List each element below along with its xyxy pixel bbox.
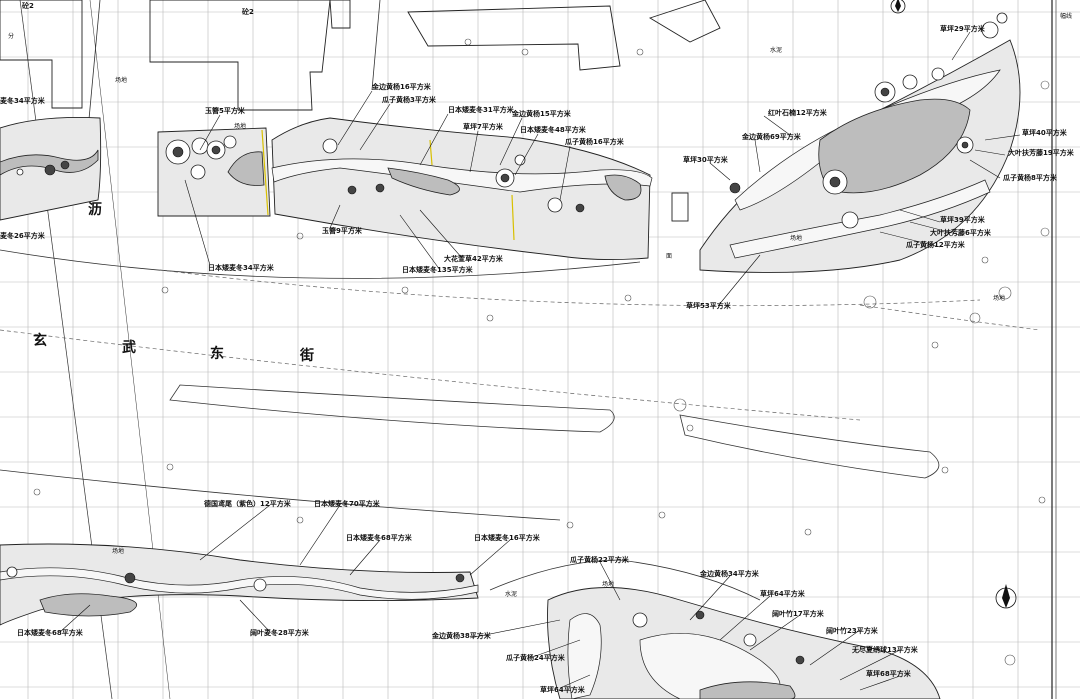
site-notes: 场地 场地 场地 场地 场地 场地 水泥 水泥 面 bbox=[112, 46, 1005, 598]
street-side-char: 沥 bbox=[88, 202, 102, 218]
plant-label: 阔叶竹23平方米 bbox=[826, 626, 879, 635]
plant-label: 日本矮麦冬34平方米 bbox=[208, 263, 275, 272]
plant-label: 金边黄杨34平方米 bbox=[699, 569, 760, 578]
plant-label: 草坪29平方米 bbox=[940, 24, 986, 33]
site-note: 场地 bbox=[234, 122, 246, 130]
plant-label: 麦冬26平方米 bbox=[0, 231, 46, 240]
plant-label: 日本矮麦冬68平方米 bbox=[17, 628, 84, 637]
plant-label: 日本矮麦冬31平方米 bbox=[448, 105, 515, 114]
site-note: 场地 bbox=[790, 234, 802, 242]
street-name-char: 东 bbox=[210, 345, 224, 362]
north-arrow-icon bbox=[995, 584, 1017, 609]
planting-bed-top-right bbox=[699, 12, 1021, 273]
plant-label: 瓜子黄杨24平方米 bbox=[506, 653, 566, 662]
plant-label: 德国鸢尾（紫色）12平方米 bbox=[204, 499, 292, 508]
plant-label: 日本矮麦冬68平方米 bbox=[346, 533, 413, 542]
plant-label: 草坪64平方米 bbox=[540, 685, 586, 694]
building-label: 砼2 bbox=[242, 7, 254, 16]
plant-label: 瓜子黄杨3平方米 bbox=[382, 95, 437, 104]
side-label: 幅线 bbox=[1060, 12, 1072, 20]
planting-bed-bottom-right bbox=[547, 587, 941, 699]
street-lines bbox=[0, 249, 1041, 601]
plant-label: 大叶扶芳藤19平方米 bbox=[1008, 148, 1075, 157]
plant-label: 大花萱草42平方米 bbox=[444, 254, 504, 263]
planting-bed-circles bbox=[157, 127, 271, 217]
planting-bed-bottom-left bbox=[0, 543, 479, 626]
street-name-char: 街 bbox=[299, 347, 314, 364]
plant-label: 金边黄杨69平方米 bbox=[741, 132, 802, 141]
street-name-char: 玄 bbox=[33, 332, 47, 349]
plant-label: 阔叶麦冬28平方米 bbox=[250, 628, 310, 637]
north-arrow-icon bbox=[890, 0, 906, 14]
plant-label: 麦冬34平方米 bbox=[0, 96, 46, 105]
site-note: 水泥 bbox=[770, 46, 782, 54]
site-symbols bbox=[33, 38, 1050, 666]
leader-lines bbox=[59, 31, 1021, 691]
buildings bbox=[0, 0, 721, 222]
street-name-char: 武 bbox=[122, 339, 136, 356]
plant-label: 草坪53平方米 bbox=[686, 301, 732, 310]
planting-bed-top-middle bbox=[271, 117, 653, 261]
plant-label: 玉簪9平方米 bbox=[322, 226, 363, 235]
plant-label: 草坪64平方米 bbox=[760, 589, 806, 598]
plant-label: 日本矮麦冬70平方米 bbox=[314, 499, 381, 508]
plant-label: 草坪68平方米 bbox=[866, 669, 912, 678]
plant-label: 草坪40平方米 bbox=[1022, 128, 1068, 137]
plant-label: 大叶扶芳藤6平方米 bbox=[930, 228, 992, 237]
plant-label: 金边黄杨15平方米 bbox=[511, 109, 572, 118]
plant-label: 瓜子黄杨16平方米 bbox=[565, 137, 625, 146]
plant-label: 日本矮麦冬16平方米 bbox=[474, 533, 541, 542]
plant-label: 玉簪5平方米 bbox=[205, 106, 246, 115]
plant-label: 阔叶竹17平方米 bbox=[772, 609, 825, 618]
site-note: 场地 bbox=[993, 294, 1005, 302]
plant-label: 日本矮麦冬48平方米 bbox=[520, 125, 587, 134]
plant-label: 瓜子黄杨12平方米 bbox=[906, 240, 966, 249]
site-note: 水泥 bbox=[505, 590, 517, 598]
plant-label: 日本矮麦冬135平方米 bbox=[402, 265, 474, 274]
site-note: 场地 bbox=[115, 76, 127, 84]
side-label: 分 bbox=[8, 32, 14, 40]
building-label: 砼2 bbox=[22, 1, 34, 10]
plant-label: 金边黄杨38平方米 bbox=[431, 631, 492, 640]
plant-label: 草坪7平方米 bbox=[463, 122, 504, 131]
site-note: 场地 bbox=[112, 547, 124, 555]
plant-label: 草坪39平方米 bbox=[940, 215, 986, 224]
plant-label: 红叶石楠12平方米 bbox=[768, 108, 828, 117]
site-note: 场地 bbox=[602, 580, 614, 588]
plant-labels: 金边黄杨16平方米 瓜子黄杨3平方米 日本矮麦冬31平方米 草坪7平方米 金边黄… bbox=[0, 24, 1075, 694]
plant-label: 瓜子黄杨22平方米 bbox=[570, 555, 630, 564]
plant-label: 瓜子黄杨8平方米 bbox=[1003, 173, 1058, 182]
site-note: 面 bbox=[666, 253, 672, 260]
plant-label: 金边黄杨16平方米 bbox=[371, 82, 432, 91]
planting-bed-top-left bbox=[0, 116, 102, 221]
plant-label: 草坪30平方米 bbox=[683, 155, 729, 164]
plant-label: 无尽夏绣球13平方米 bbox=[851, 645, 919, 654]
